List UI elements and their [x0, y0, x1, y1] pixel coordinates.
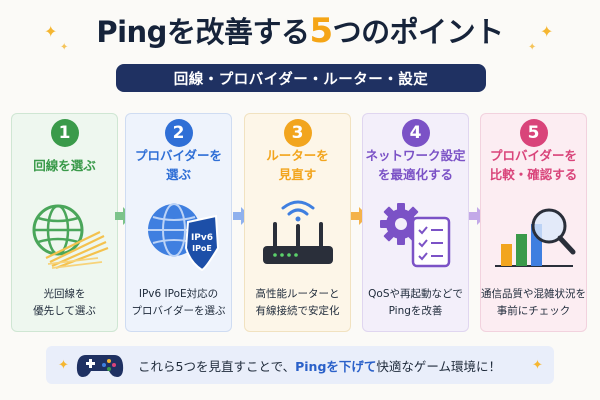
step-card-router: 3 ルーターを 見直す 高性能ルーターと 有線接続で安定化 — [244, 113, 351, 332]
step-number-badge: 1 — [50, 119, 79, 147]
step-number-badge: 5 — [519, 119, 548, 147]
subtitle-banner: 回線・プロバイダー・ルーター・設定 — [116, 64, 486, 92]
sparkle-icon: ✦ — [60, 42, 69, 53]
globe-fiber-icon — [32, 204, 109, 270]
sparkle-icon: ✦ — [44, 22, 58, 41]
step-description: 光回線を 優先して選ぶ — [33, 288, 96, 317]
bar-chart-magnifier-icon — [495, 208, 576, 267]
arrow-right-icon — [233, 207, 250, 225]
sparkle-icon: ✦ — [528, 42, 537, 53]
step-description: 高性能ルーターと 有線接続で安定化 — [255, 288, 340, 317]
arrow-right-icon — [115, 207, 132, 225]
step-heading: ネットワーク設定 を最適化する — [365, 148, 466, 182]
step-number-badge: 4 — [401, 119, 430, 147]
step-card-provider: 2 プロバイダーを 選ぶ IPv6 IPoE IPv6 IPoE対応の プロバイ… — [125, 113, 232, 332]
title-text: Pingを改善する5つのポイント — [96, 11, 504, 51]
step-card-compare: 5 プロバイダーを 比較・確認する 通信品質や混雑状況を 事前にチェック — [480, 113, 587, 332]
step-heading: プロバイダーを 選ぶ — [134, 148, 222, 182]
step-number-badge: 2 — [164, 119, 193, 147]
sparkle-icon: ✦ — [532, 358, 543, 373]
page-title: ✦ ✦ Pingを改善する5つのポイント ✦ ✦ — [0, 10, 600, 53]
step-description: QoSや再起動などで Pingを改善 — [368, 288, 463, 317]
ipv6-shield-globe-icon: IPv6 IPoE — [148, 203, 220, 272]
wifi-router-icon — [263, 200, 333, 264]
step-heading: ルーターを 見直す — [266, 148, 329, 182]
step-card-settings: 4 ネットワーク設定 を最適化する QoSや再起動などで Pingを改善 — [362, 113, 469, 332]
gamepad-icon — [76, 355, 124, 377]
step-heading: プロバイダーを 比較・確認する — [489, 148, 578, 182]
arrow-right-icon — [469, 207, 486, 225]
footer-message: これら5つを見直すことで、Pingを下げて快適なゲーム環境に！ — [138, 358, 502, 374]
svg-text:IPoE: IPoE — [192, 244, 212, 253]
step-number-badge: 3 — [283, 119, 312, 147]
step-description: 通信品質や混雑状況を 事前にチェック — [481, 288, 586, 317]
sparkle-icon: ✦ — [58, 358, 69, 373]
svg-text:IPv6: IPv6 — [191, 233, 213, 243]
gear-checklist-icon — [380, 203, 451, 268]
step-description: IPv6 IPoE対応の プロバイダーを選ぶ — [131, 288, 226, 317]
step-card-line: 1 回線を選ぶ 光回線を 優先して選ぶ — [11, 113, 118, 332]
footer-banner: ✦ これら5つを見直すことで、Pingを下げて快適なゲーム環境に！ ✦ — [46, 346, 554, 384]
arrow-right-icon — [351, 207, 368, 225]
step-heading: 回線を選ぶ — [33, 157, 96, 173]
sparkle-icon: ✦ — [540, 22, 554, 41]
